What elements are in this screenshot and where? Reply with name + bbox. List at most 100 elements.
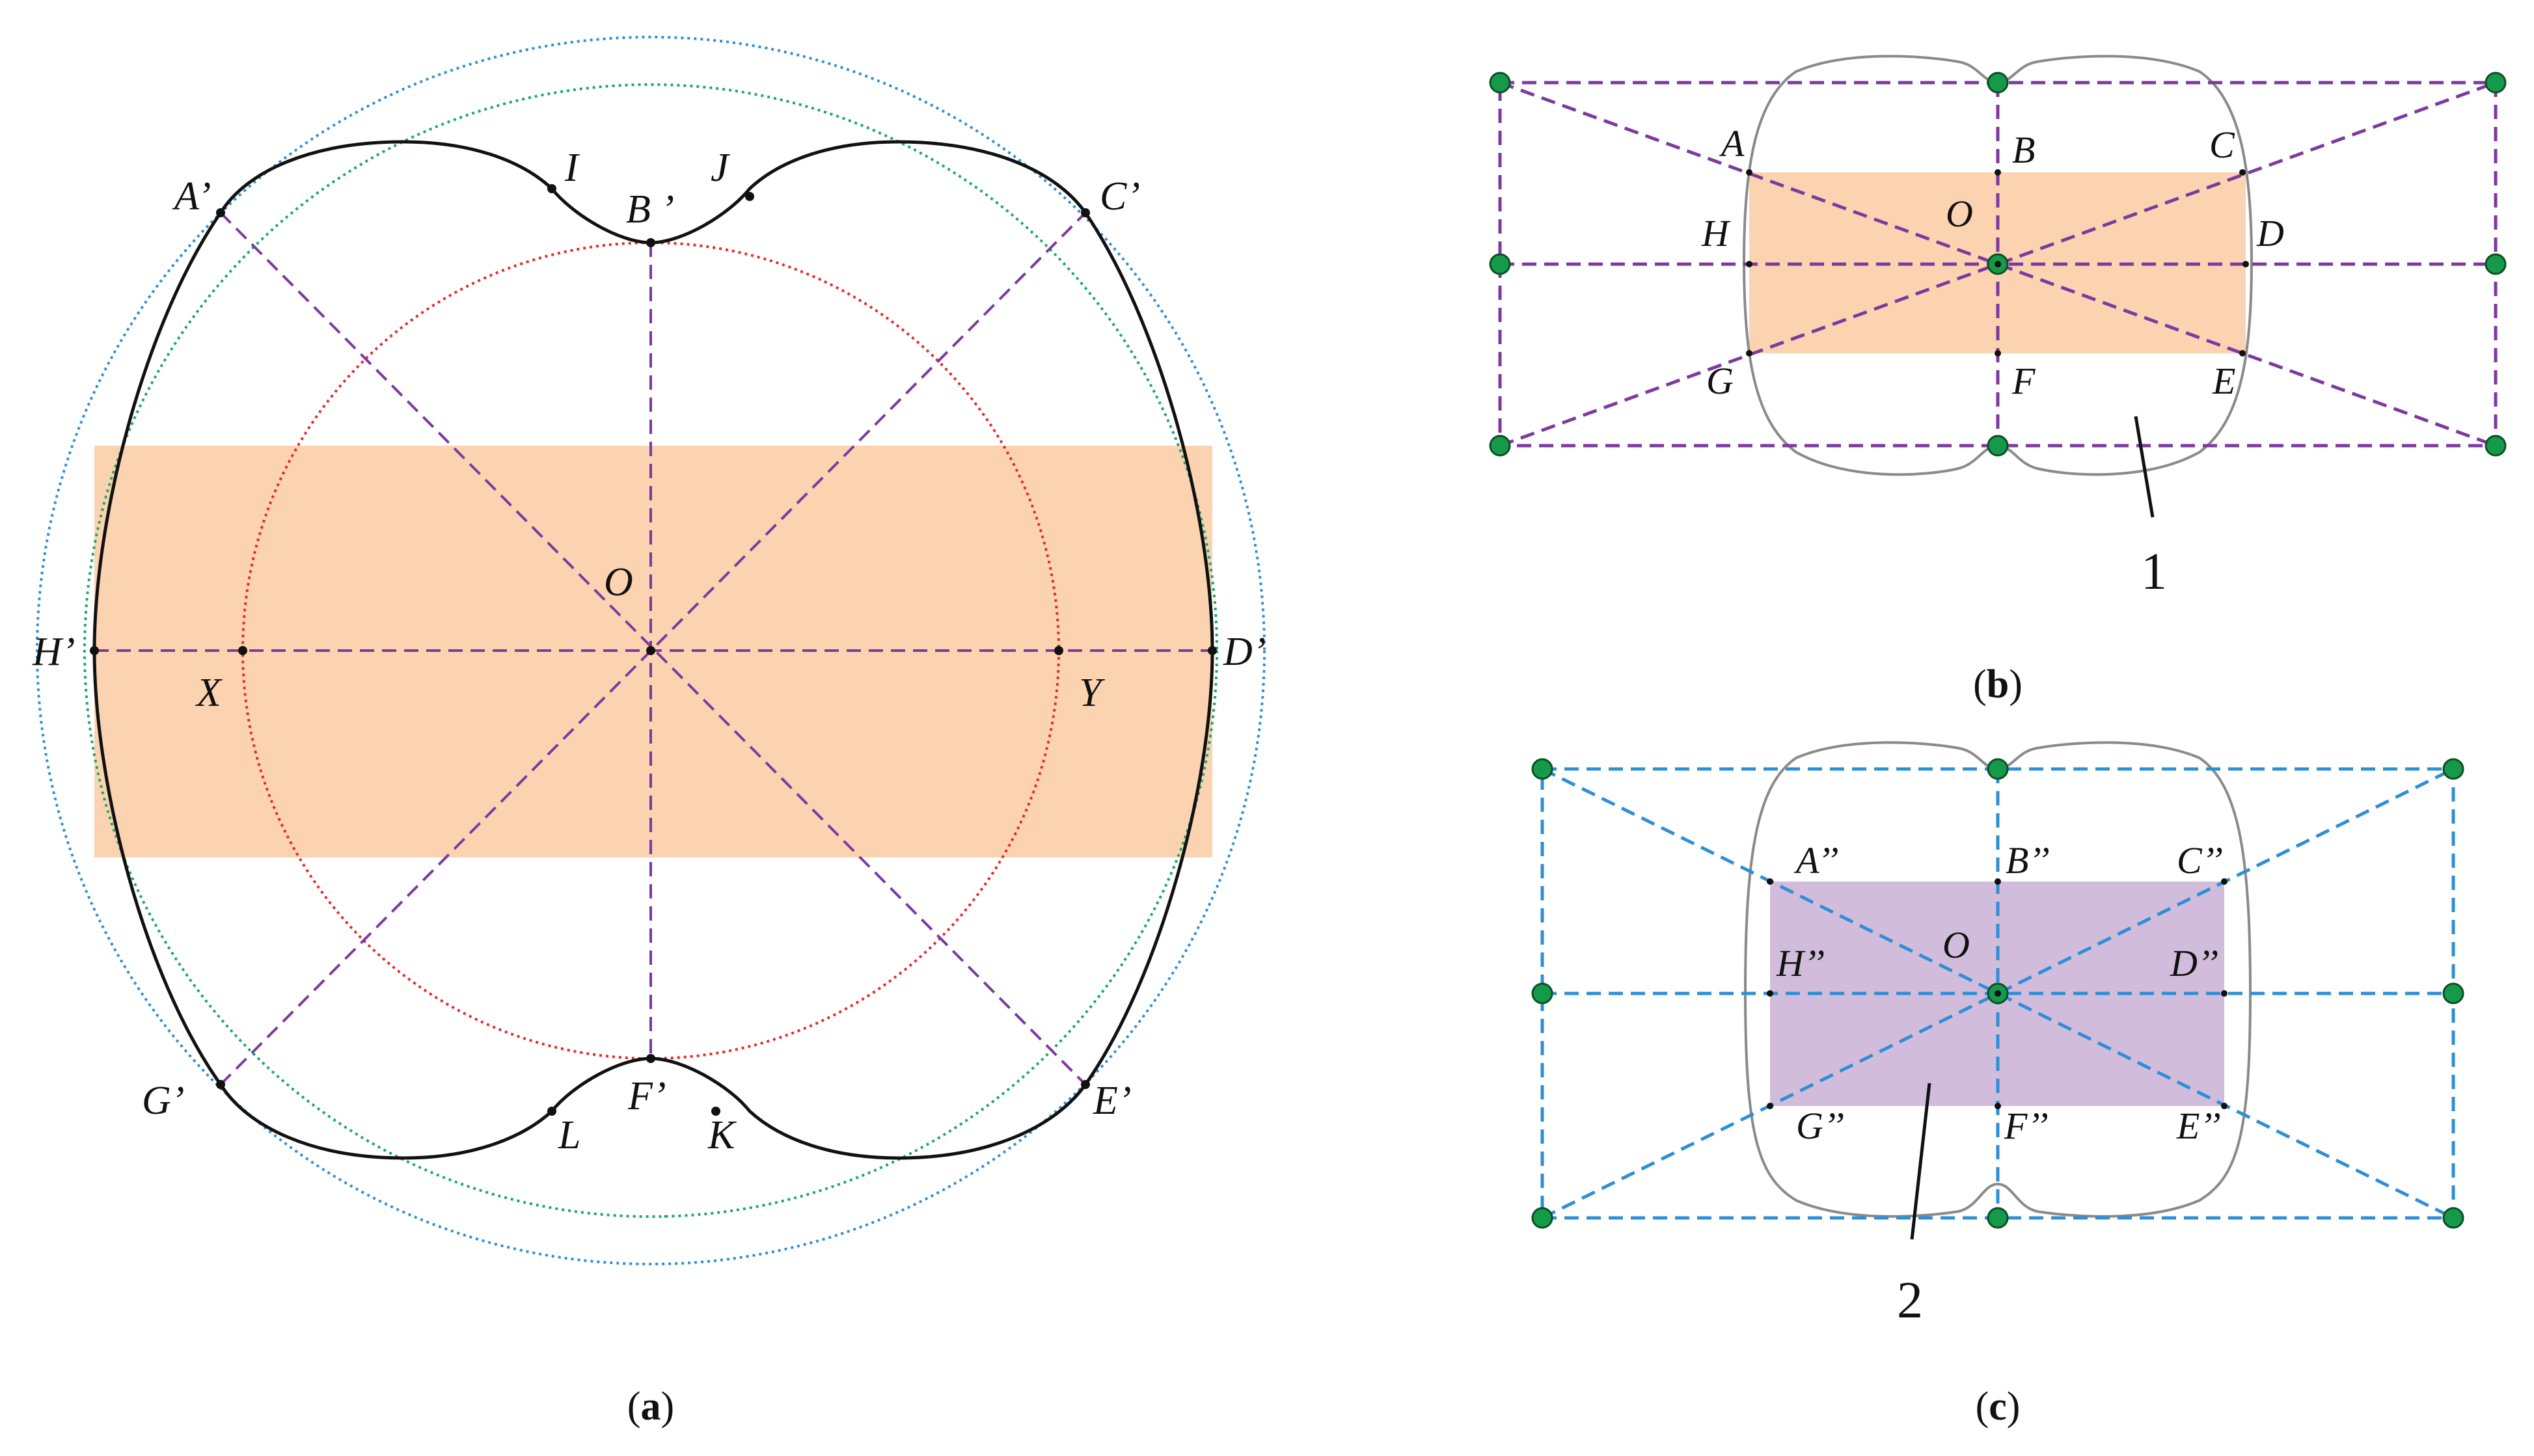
panel-c-diagonal-1 [1541,767,2455,1220]
panel-c-callout-label: 2 [1897,1272,1923,1329]
panel-a-diagonal-ae [219,211,1087,1086]
point-f-prime [646,1054,655,1063]
point-c-prime [1081,208,1090,217]
label-c-d: D’’ [2170,942,2218,984]
point-c-d [2221,990,2227,997]
node-c-ml [1531,982,1553,1004]
panel-c-nodes [1531,758,2464,1229]
panel-b-caption: (b) [1973,662,2023,707]
point-i [547,184,556,193]
point-l [547,1107,556,1116]
label-b-prime: B ’ [626,187,674,232]
label-j: J [711,146,730,190]
point-b-f [1995,350,2001,357]
panel-a-points [90,184,1217,1116]
label-c-a: A’’ [1793,839,1838,882]
caption-a-letter: a [641,1384,661,1429]
node-c-bl [1531,1207,1553,1229]
label-b-f: F [2011,360,2036,402]
label-b-o: O [1946,193,1973,235]
panel-b-callout-label: 1 [2141,543,2167,600]
panel-c-center-dot [1995,990,2001,997]
label-i: I [564,146,580,190]
point-c-b [1995,878,2001,885]
node-b-br [2485,435,2507,457]
label-b-a: A [1719,122,1745,165]
point-b-prime [646,238,655,247]
node-b-tm [1987,72,2009,94]
point-h-prime [90,646,99,655]
node-b-bl [1489,435,1511,457]
point-e-prime [1081,1080,1090,1089]
label-c-c: C’’ [2177,839,2223,882]
point-d-prime [1208,646,1217,655]
label-o: O [604,560,633,604]
point-b-b [1995,169,2001,176]
caption-a-close: ) [661,1384,675,1429]
point-j [745,192,754,201]
panel-a-diagonal-gc [219,211,1087,1086]
label-l: L [558,1113,580,1157]
point-y [1054,646,1063,655]
node-c-br [2442,1207,2464,1229]
node-b-ml [1489,253,1511,275]
label-c-prime: C’ [1100,174,1140,219]
point-c-c [2221,878,2227,885]
caption-b-close: ) [2009,662,2023,707]
panel-c-callout-line [1910,1083,1931,1240]
panel-a-caption: (a) [627,1384,674,1429]
panel-c-labels: A’’ B’’ C’’ H’’ O D’’ G’’ F’’ E’’ [1776,839,2223,1147]
label-y: Y [1079,671,1105,715]
point-x [238,646,247,655]
panel-c-caption: (c) [1976,1384,2021,1429]
label-c-b: B’’ [2006,839,2050,882]
label-c-o: O [1942,924,1970,966]
point-o [646,646,655,655]
point-c-g [1767,1103,1773,1109]
label-g-prime: G’ [142,1079,184,1123]
panel-c-diagonal-2 [1541,767,2455,1220]
label-b-c: C [2209,124,2235,166]
panel-a-labels: A’ I J B ’ C’ O H’ D’ X Y G’ F’ E’ L K [32,146,1266,1157]
node-c-mr [2442,982,2464,1004]
panel-b: A B C H O D G F E 1 (b) [1489,55,2507,707]
label-b-e: E [2212,360,2235,402]
label-c-g: G’’ [1796,1105,1844,1147]
label-d-prime: D’ [1223,630,1266,674]
label-b-g: G [1706,360,1734,402]
label-b-d: D [2256,212,2284,254]
point-c-e [2221,1103,2227,1109]
label-c-f: F’’ [2004,1105,2049,1147]
point-b-c [2239,169,2246,176]
node-b-bm [1987,435,2009,457]
point-b-e [2239,350,2246,357]
point-g-prime [216,1080,225,1089]
node-c-bm [1987,1207,2009,1229]
point-b-h [1746,261,1752,267]
node-b-tr [2485,72,2507,94]
point-a-prime [216,208,225,217]
node-b-mr [2485,253,2507,275]
panel-b-callout-line [2134,416,2155,518]
node-c-tr [2442,758,2464,780]
node-b-tl [1489,72,1511,94]
caption-b-letter: b [1987,662,2009,707]
caption-b-open: ( [1973,662,1987,707]
label-a-prime: A’ [172,174,211,219]
panel-a: A’ I J B ’ C’ O H’ D’ X Y G’ F’ E’ L K (… [32,36,1266,1429]
label-b-b: B [2012,129,2035,171]
point-k [711,1107,720,1116]
point-c-a [1767,878,1773,885]
caption-c-close: ) [2007,1384,2021,1429]
label-h-prime: H’ [32,630,75,674]
node-c-tl [1531,758,1553,780]
label-c-e: E’’ [2176,1105,2221,1147]
label-x: X [195,671,223,715]
caption-c-letter: c [1989,1384,2007,1429]
label-c-h: H’’ [1776,942,1825,984]
label-k: K [707,1113,737,1157]
label-b-h: H [1701,212,1731,254]
panel-c-points [1767,878,2227,1109]
node-c-tm [1987,758,2009,780]
